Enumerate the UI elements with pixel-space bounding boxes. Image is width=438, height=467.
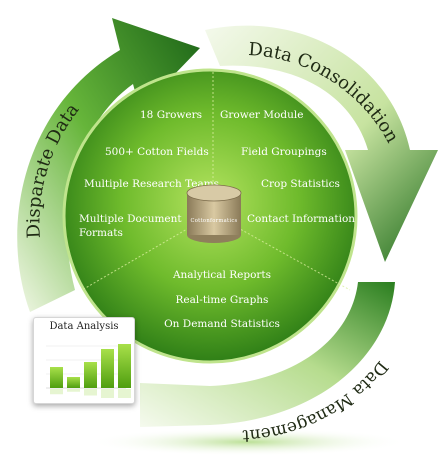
left-item: 18 Growers xyxy=(140,109,202,121)
card-bar-reflection xyxy=(101,389,114,398)
card-bar-reflection xyxy=(84,389,97,396)
data-analysis-card: Data Analysis xyxy=(33,317,135,404)
data-analysis-title: Data Analysis xyxy=(49,321,119,332)
data-analysis-bar-chart xyxy=(46,344,131,398)
arrow-data-consolidation xyxy=(205,25,438,262)
right-item: Grower Module xyxy=(220,109,303,121)
left-item: Multiple Document xyxy=(79,213,182,225)
database-label: Cottonformatics xyxy=(190,218,237,224)
bottom-item: On Demand Statistics xyxy=(164,318,280,330)
left-item: 500+ Cotton Fields xyxy=(105,146,209,158)
card-bar xyxy=(67,377,80,388)
arrow-data-management xyxy=(140,282,395,427)
left-sector: 18 Growers 500+ Cotton Fields Multiple R… xyxy=(79,109,219,239)
bottom-item: Real-time Graphs xyxy=(176,294,269,306)
left-item: Multiple Research Teams xyxy=(84,178,219,190)
card-bar xyxy=(118,344,131,388)
right-sector: Grower Module Field Groupings Crop Stati… xyxy=(220,109,355,225)
card-bar xyxy=(84,362,97,388)
bottom-sector: Analytical Reports Real-time Graphs On D… xyxy=(164,269,280,330)
card-bar xyxy=(50,367,63,388)
left-item: Formats xyxy=(79,227,123,239)
card-bar-reflection xyxy=(118,389,131,398)
ground-shadow xyxy=(88,428,408,456)
right-item: Contact Information xyxy=(247,213,355,225)
right-item: Field Groupings xyxy=(241,146,327,158)
card-bar-reflection xyxy=(50,389,63,395)
bottom-item: Analytical Reports xyxy=(172,269,271,281)
card-bar-reflection xyxy=(67,389,80,392)
card-bar xyxy=(101,349,114,388)
right-item: Crop Statistics xyxy=(261,178,340,190)
database-icon: Cottonformatics xyxy=(186,184,242,243)
